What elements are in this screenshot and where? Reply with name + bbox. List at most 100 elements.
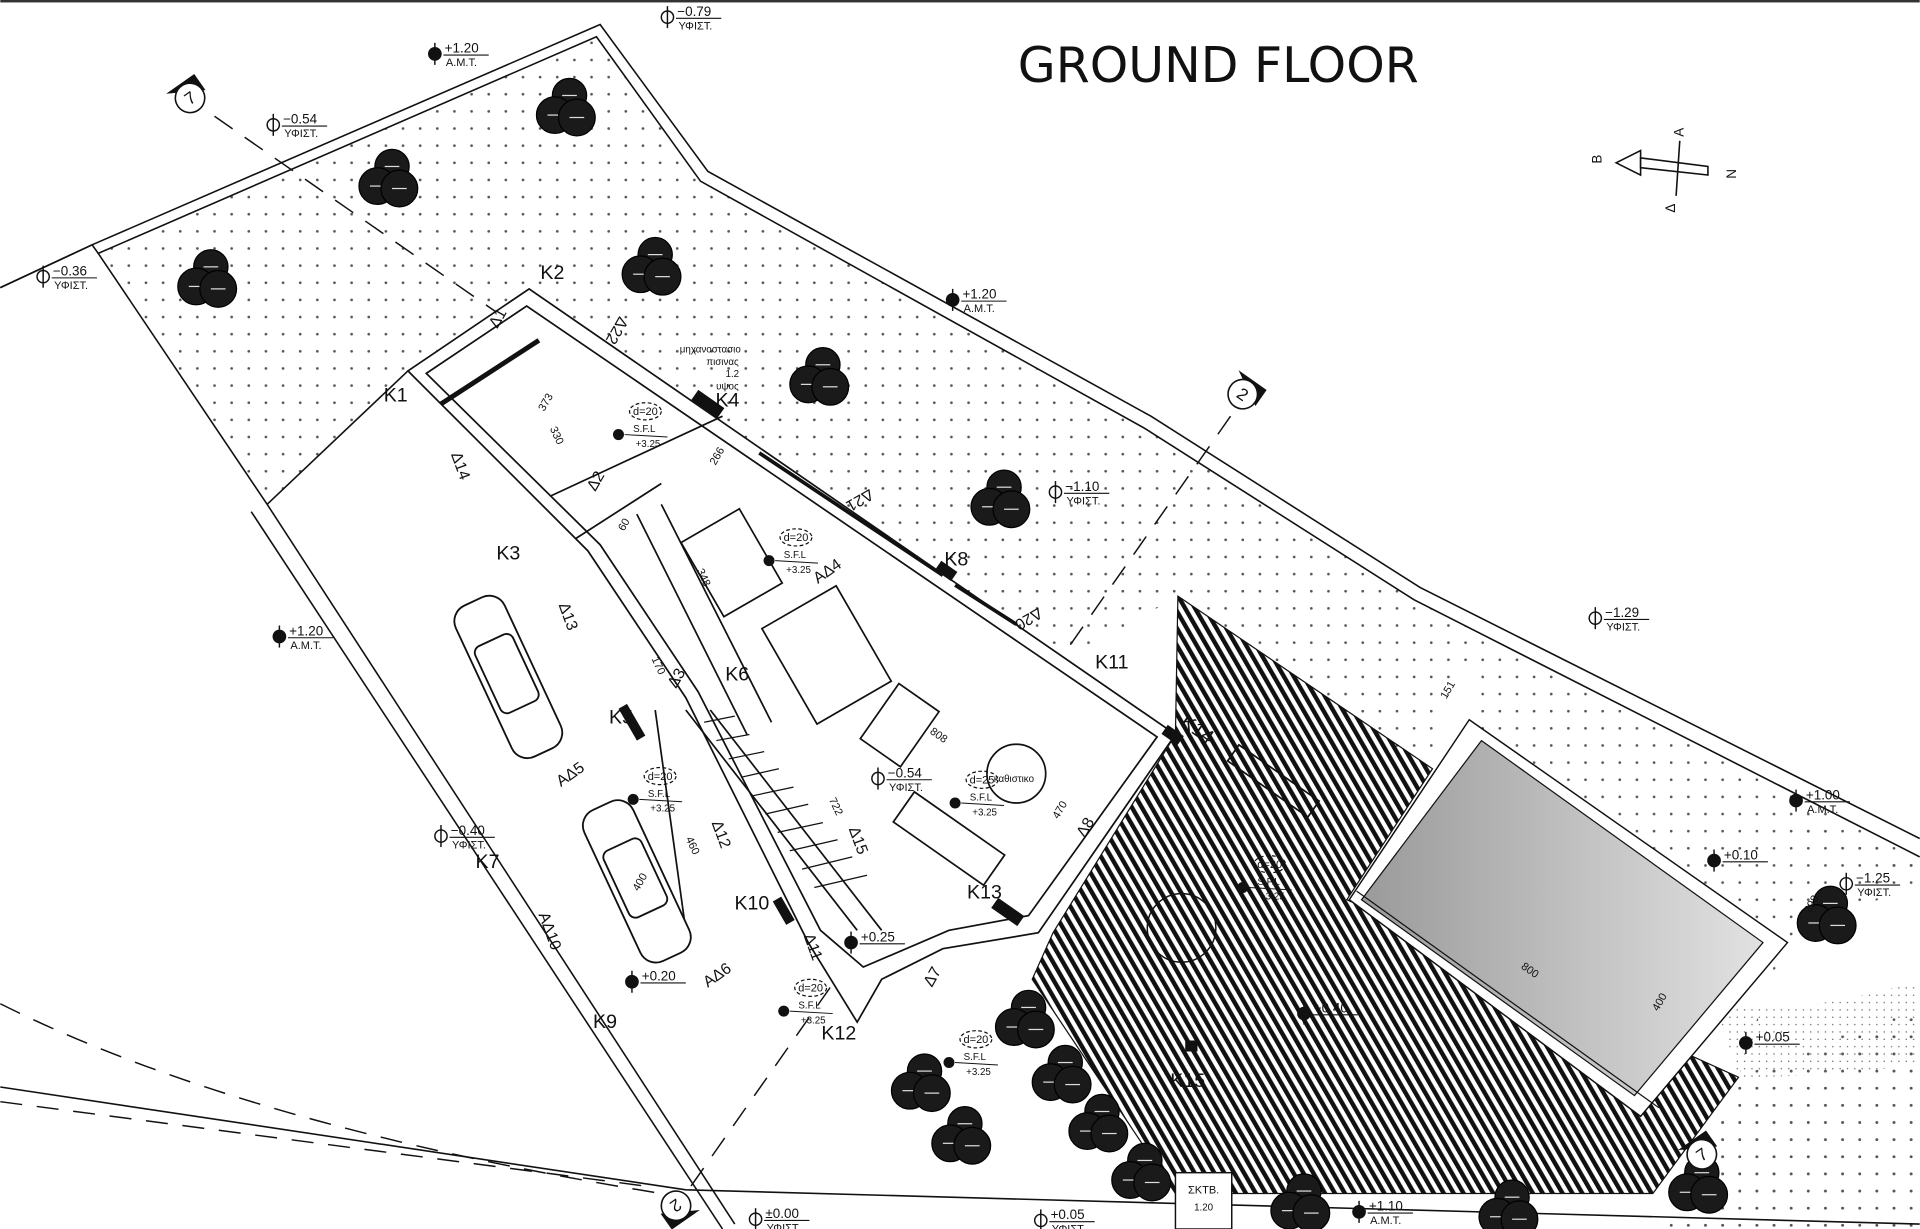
elevation-reference: Α.Μ.Τ. bbox=[1370, 1215, 1401, 1227]
elevation-value: +0.40 bbox=[1314, 1000, 1348, 1015]
drain-diameter: d=20 bbox=[964, 1034, 989, 1046]
column-label: K5 bbox=[609, 706, 633, 728]
elevation-value: +1.20 bbox=[962, 287, 996, 302]
tree-icon bbox=[1111, 1142, 1172, 1202]
elevation-value: +0.20 bbox=[642, 969, 676, 984]
frame-top bbox=[0, 0, 1920, 3]
drain-sfl: S.F.L bbox=[964, 1052, 987, 1063]
tree-icon bbox=[789, 347, 850, 406]
elevation-reference: ΥΦΙΣΤ. bbox=[678, 20, 712, 32]
elevation-marker: +0.10 bbox=[1707, 847, 1768, 872]
floor-drain: d=20S.F.L+3.25 bbox=[627, 766, 683, 815]
drawing-title: GROUND FLOOR bbox=[1018, 37, 1419, 94]
drain-level: +3.25 bbox=[966, 1067, 991, 1078]
tree-icon bbox=[931, 1105, 992, 1165]
column-label: K12 bbox=[821, 1022, 856, 1044]
drain-diameter: d=20 bbox=[648, 771, 673, 783]
elevation-marker: +0.25 bbox=[844, 929, 905, 954]
column-label: K11 bbox=[1095, 651, 1128, 673]
north-arrow-icon bbox=[1614, 140, 1709, 196]
elevation-value: −0.40 bbox=[451, 823, 485, 838]
machine-room-label: 1.2 bbox=[726, 369, 740, 380]
column-label: K10 bbox=[734, 893, 769, 915]
compass-label-a: A bbox=[1671, 128, 1686, 137]
dimension-label: 460 bbox=[683, 835, 702, 857]
floor-drain: d=25S.F.L+3.25 bbox=[949, 770, 1005, 818]
column-label: K13 bbox=[967, 881, 1002, 903]
drain-icon bbox=[612, 429, 624, 441]
drain-icon bbox=[778, 1005, 790, 1017]
box-value: 1.20 bbox=[1194, 1203, 1214, 1214]
drain-diameter: d=20 bbox=[633, 406, 658, 418]
column-label: K7 bbox=[476, 851, 500, 873]
drain-sfl: S.F.L bbox=[648, 789, 671, 800]
elevation-value: −1.10 bbox=[1065, 479, 1099, 494]
floor-drain: d=20S.F.L+3.25 bbox=[1237, 855, 1292, 903]
machine-room-label: υψος bbox=[716, 381, 739, 392]
section-marker-icon: 7 bbox=[166, 74, 206, 114]
columns bbox=[618, 389, 1198, 1052]
wall-label: Δ12 bbox=[708, 818, 734, 851]
drain-diameter: d=20 bbox=[798, 983, 823, 995]
elevation-marker: +0.40 bbox=[1297, 1000, 1358, 1025]
wall-label: ΑΔ10 bbox=[535, 910, 564, 953]
drain-sfl: S.F.L bbox=[798, 1001, 821, 1012]
tree-icon bbox=[1068, 1093, 1129, 1153]
car-2 bbox=[581, 799, 692, 964]
wall-label: ΑΔ6 bbox=[700, 960, 735, 991]
column-label: K8 bbox=[944, 549, 968, 571]
tree-icon bbox=[535, 77, 596, 137]
column-label: K1 bbox=[384, 385, 408, 407]
elevation-value: +1.10 bbox=[1369, 1199, 1403, 1214]
tree-icon bbox=[890, 1053, 951, 1113]
skt-box bbox=[1174, 1171, 1233, 1229]
elevation-value: −0.54 bbox=[888, 765, 923, 780]
elevation-reference: Α.Μ.Τ. bbox=[446, 57, 477, 69]
drain-level: +3.25 bbox=[636, 439, 661, 450]
column-label: K3 bbox=[496, 542, 520, 564]
trees bbox=[177, 77, 1857, 1229]
floor-drain: d=20S.F.L+3.25 bbox=[612, 402, 668, 450]
drain-sfl: S.F.L bbox=[1257, 877, 1280, 888]
elevation-reference: ΥΦΙΣΤ. bbox=[1066, 495, 1100, 507]
elevation-value: +0.10 bbox=[1724, 847, 1758, 862]
elevation-marker: +0.05ΥΦΙΣΤ. bbox=[1033, 1207, 1095, 1229]
elevation-marker: +1.20Α.Μ.Τ. bbox=[945, 287, 1007, 315]
tree-icon bbox=[1270, 1173, 1331, 1229]
drain-level: +3.25 bbox=[786, 565, 811, 576]
floor-drain: d=20S.F.L+3.25 bbox=[763, 528, 819, 576]
machine-room-label: μηχανοστασιο bbox=[680, 345, 742, 356]
tree-icon bbox=[994, 989, 1055, 1049]
section-marker-icon: 2 bbox=[1227, 370, 1267, 410]
elevation-value: −1.25 bbox=[1856, 871, 1890, 886]
tree-icon bbox=[1031, 1044, 1092, 1104]
elevation-marker: +1.00Α.Μ.Τ. bbox=[1789, 787, 1850, 816]
compass-label-n: N bbox=[1723, 169, 1738, 179]
column-label: K2 bbox=[540, 262, 564, 284]
machine-room-label: πισινας bbox=[706, 357, 739, 368]
drain-icon bbox=[949, 797, 961, 809]
elevation-value: +0.05 bbox=[1051, 1207, 1085, 1222]
living-room-label: καθιστικο bbox=[994, 774, 1035, 785]
elevation-reference: ΥΦΙΣΤ. bbox=[1857, 887, 1891, 899]
wall-label: Δ13 bbox=[555, 600, 581, 633]
drain-level: +3.25 bbox=[801, 1015, 826, 1026]
building-walls bbox=[406, 287, 1321, 1024]
elevation-value: +0.25 bbox=[861, 929, 895, 944]
elevation-value: +1.20 bbox=[289, 623, 323, 638]
tree-icon bbox=[177, 249, 238, 308]
elevation-reference: ΥΦΙΣΤ. bbox=[889, 782, 923, 794]
elevation-reference: ΥΦΙΣΤ. bbox=[452, 839, 486, 851]
elevation-reference: ΥΦΙΣΤ. bbox=[284, 128, 318, 140]
elevation-value: +1.20 bbox=[445, 41, 479, 56]
column-label: K9 bbox=[593, 1011, 617, 1033]
tree-icon bbox=[358, 148, 419, 208]
elevation-reference: ΥΦΙΣΤ. bbox=[1052, 1224, 1086, 1229]
elevation-value: +1.00 bbox=[1806, 787, 1840, 802]
drain-icon bbox=[1237, 881, 1249, 893]
